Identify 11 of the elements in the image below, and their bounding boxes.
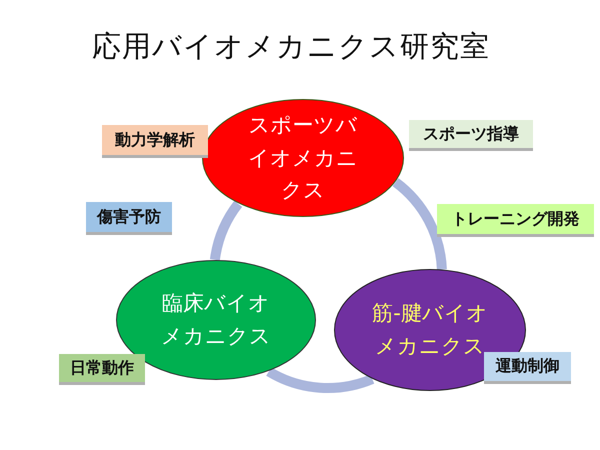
topic-ellipse: スポーツバイオメカニクス bbox=[202, 99, 404, 217]
title: 応用バイオメカニクス研究室 bbox=[92, 28, 490, 65]
ring-arc bbox=[392, 178, 447, 270]
ring-arc bbox=[266, 367, 374, 393]
keyword-tag: 傷害予防 bbox=[86, 202, 172, 232]
keyword-tag: 動力学解析 bbox=[102, 125, 208, 155]
keyword-tag: トレーニング開発 bbox=[437, 204, 594, 234]
keyword-tag: 日常動作 bbox=[59, 354, 145, 382]
keyword-tag: スポーツ指導 bbox=[409, 120, 533, 148]
ring-arc bbox=[210, 200, 242, 261]
keyword-tag: 運動制御 bbox=[484, 352, 571, 381]
